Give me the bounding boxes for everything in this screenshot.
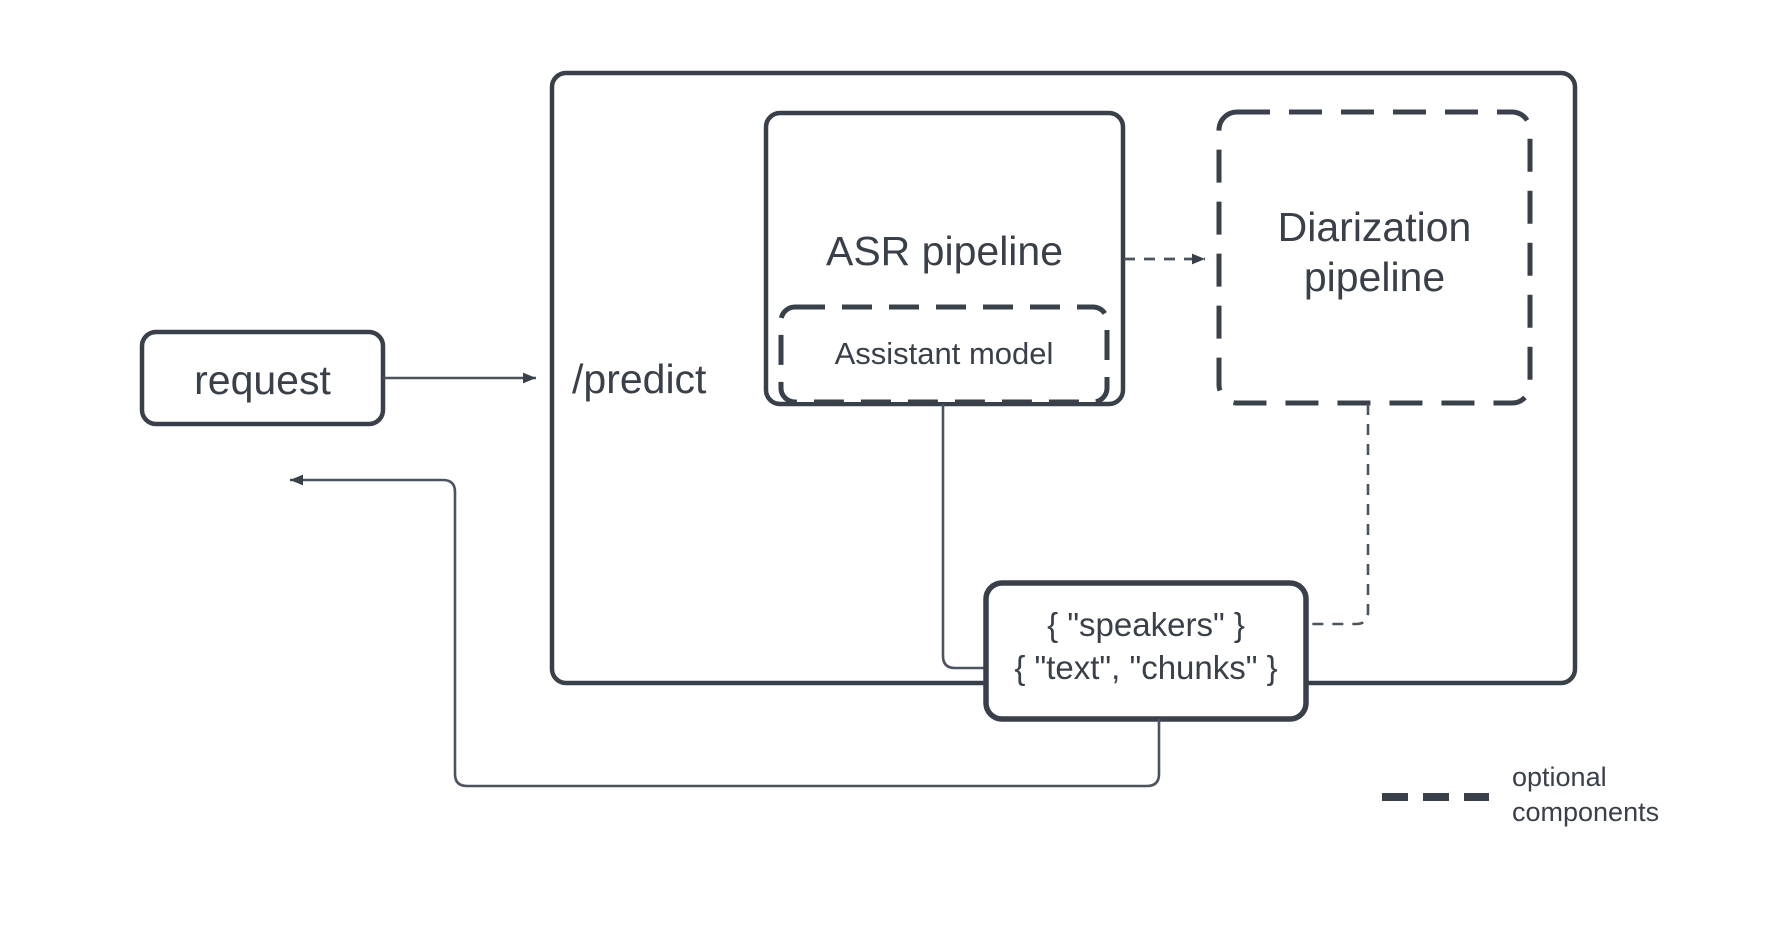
- assistant-model-box-shape: [778, 304, 1110, 405]
- request-box-shape: [139, 329, 386, 427]
- edge-json-to-response: [290, 474, 1161, 788]
- edge-assistant-to-json: [941, 404, 1000, 674]
- edge-diarization-to-json: [1291, 404, 1370, 630]
- json-output-box-shape: [983, 580, 1309, 722]
- diarization-pipeline-box-shape: [1216, 109, 1533, 406]
